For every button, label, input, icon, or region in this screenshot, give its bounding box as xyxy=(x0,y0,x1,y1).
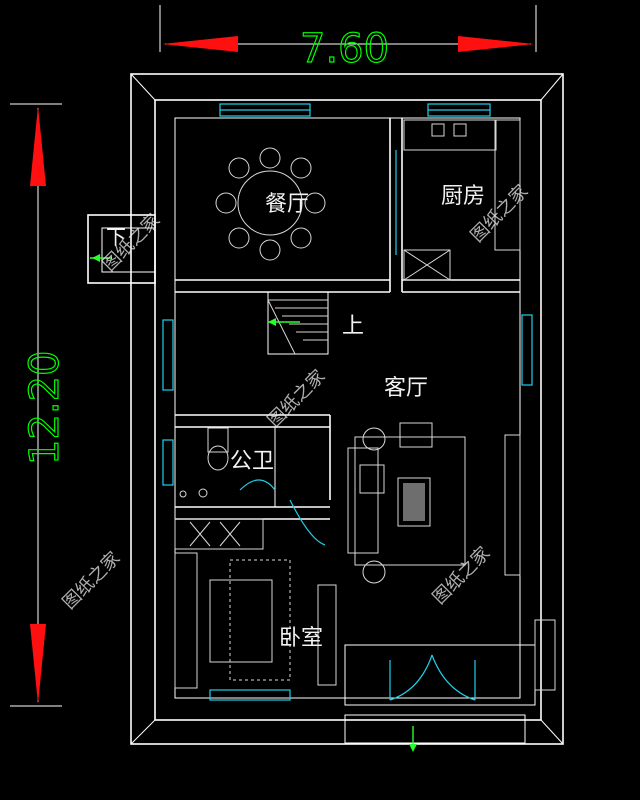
watermark-3: 图纸之家 xyxy=(264,366,330,432)
watermarks: 图纸之家 图纸之家 图纸之家 图纸之家 图纸之家 xyxy=(59,181,533,614)
dining-room: 餐厅 xyxy=(175,118,403,293)
height-arrow-bottom xyxy=(30,624,46,704)
watermark-4: 图纸之家 xyxy=(59,548,125,614)
bedroom: 卧室 xyxy=(174,499,337,701)
bedroom-label: 卧室 xyxy=(279,626,323,651)
width-arrow-left xyxy=(162,36,238,52)
entrance xyxy=(344,619,556,752)
height-dimension: 12.20 xyxy=(10,103,69,707)
width-label: 7.60 xyxy=(300,26,389,72)
living-label: 客厅 xyxy=(384,376,428,401)
stairs-down-label: 下 xyxy=(106,225,126,249)
bathroom: 公卫 xyxy=(162,426,276,508)
outer-walls xyxy=(130,73,564,745)
inner-wall-band xyxy=(174,117,521,699)
width-arrow-right xyxy=(458,36,534,52)
bath-label: 公卫 xyxy=(230,449,274,474)
living-room: 客厅 xyxy=(162,314,533,584)
sofa-set xyxy=(347,422,521,584)
top-windows xyxy=(219,103,491,117)
watermark-5: 图纸之家 xyxy=(429,543,495,609)
staircase: 上 xyxy=(267,291,364,355)
kitchen-label: 厨房 xyxy=(441,184,485,209)
dining-table xyxy=(215,147,326,261)
kitchen: 厨房 xyxy=(402,119,521,293)
side-entrance: 下 xyxy=(87,214,156,284)
dining-label: 餐厅 xyxy=(265,192,309,217)
stairs-up-label: 上 xyxy=(342,314,364,339)
height-arrow-top xyxy=(30,106,46,186)
height-label: 12.20 xyxy=(22,350,68,465)
width-dimension: 7.60 xyxy=(159,5,537,73)
